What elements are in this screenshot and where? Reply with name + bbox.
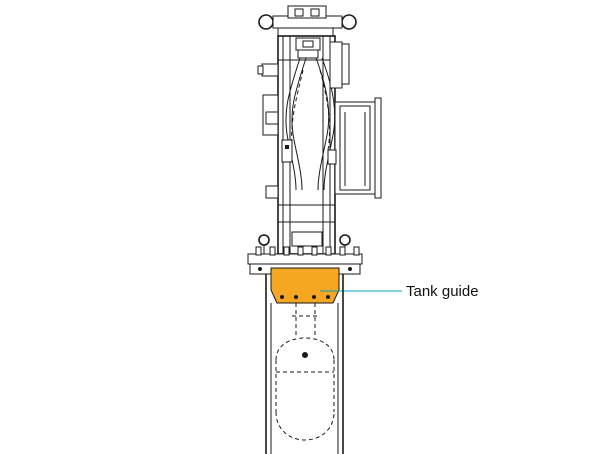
tank-guide-highlight [270,267,340,304]
hidden-tank-outline [275,303,335,441]
left-side-fittings [257,63,293,199]
tank-valve-dot [302,352,308,358]
internal-guide-curve [285,57,336,191]
right-motor-box [327,41,382,199]
tank-guide-label: Tank guide [406,283,479,300]
tank-housing [265,274,344,454]
top-lifting-frame [258,5,357,37]
